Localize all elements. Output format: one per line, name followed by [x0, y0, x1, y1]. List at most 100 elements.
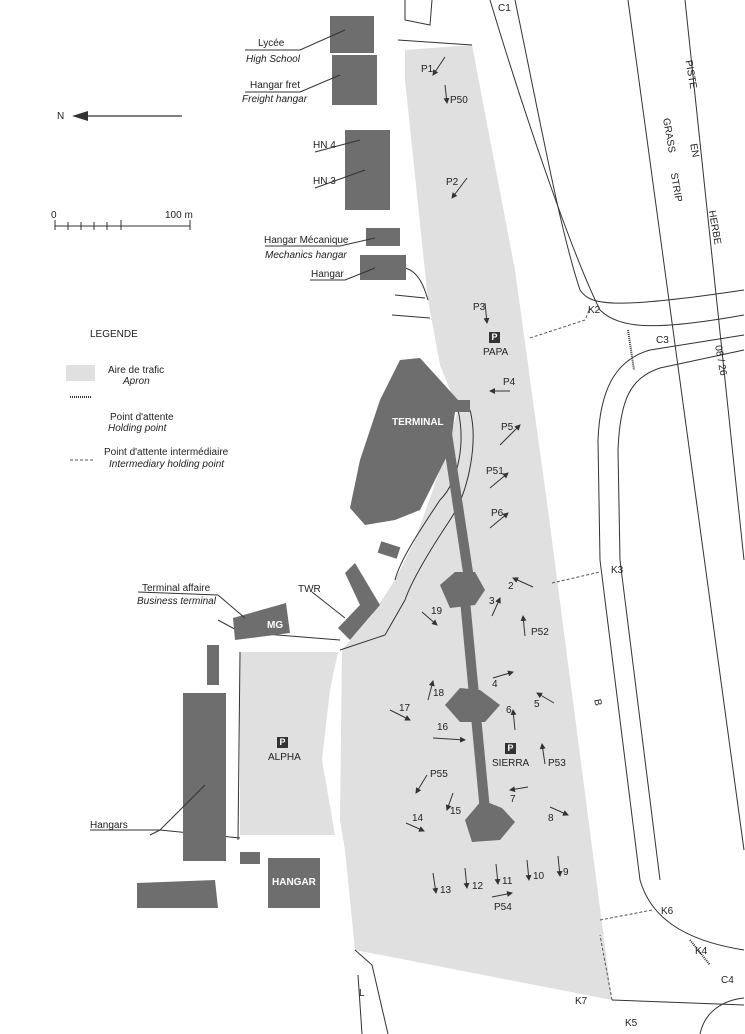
taxiway-c1-label: C1 — [498, 3, 511, 14]
terminal-building — [350, 358, 470, 525]
leader-hangar — [310, 267, 376, 281]
taxiway-c4 — [699, 997, 745, 1034]
taxiway-k6-label: K6 — [661, 906, 674, 917]
leader-twr — [311, 591, 346, 619]
leader-business — [137, 591, 246, 619]
scale-hundred: 100 m — [165, 210, 193, 221]
scale-bar — [54, 220, 191, 230]
stand-14: 14 — [412, 813, 424, 824]
parking-papa-icon: P — [489, 332, 500, 343]
lycee-label: Lycée — [258, 38, 285, 49]
stand-10: 10 — [533, 871, 545, 882]
stand-p52: P52 — [531, 627, 549, 638]
taxiway-c4-label: C4 — [721, 975, 734, 986]
taxiway-l-label: L — [359, 988, 365, 999]
taxiway-c3-label: C3 — [656, 335, 669, 346]
holding-k4 — [689, 939, 711, 966]
stand-p2: P2 — [446, 177, 459, 188]
leader-mech — [265, 237, 376, 247]
north-label: N — [57, 111, 65, 122]
stand-17: 17 — [399, 703, 411, 714]
stand-7: 7 — [510, 794, 516, 805]
mechanics-hangar-building — [366, 228, 400, 246]
runway-edge-left — [627, 0, 745, 851]
freight-hangar-building — [332, 55, 377, 105]
apron-alpha — [240, 652, 338, 835]
taxiway-b-inner — [617, 349, 745, 881]
taxiway-c1-edge — [489, 0, 745, 327]
stand-p54: P54 — [494, 902, 512, 913]
small-building — [377, 541, 401, 559]
terminal-label: TERMINAL — [392, 417, 444, 428]
sierra-label: SIERRA — [492, 758, 530, 769]
hangar-small — [207, 645, 219, 685]
stand-p51: P51 — [486, 466, 504, 477]
hangar-big-label: HANGAR — [272, 877, 316, 888]
stand-p50: P50 — [450, 95, 468, 106]
hn4-label: HN 4 — [313, 140, 336, 151]
stand-13: 13 — [440, 885, 452, 896]
parking-alpha-icon: P — [277, 737, 288, 748]
stand-19: 19 — [431, 606, 443, 617]
taxiway-k4-label: K4 — [695, 946, 708, 957]
leader-freight — [245, 74, 341, 93]
stand-p4: P4 — [503, 377, 516, 388]
leader-lycee — [245, 29, 346, 51]
legend-holding-en: Holding point — [108, 423, 167, 434]
stand-p53: P53 — [548, 758, 566, 769]
hangar-building — [360, 255, 406, 280]
legend-title: LEGENDE — [90, 329, 138, 340]
holding-c3 — [627, 329, 635, 371]
taxiway-b-label: B — [591, 698, 604, 707]
legend-apron-en: Apron — [123, 376, 150, 387]
north-arrow — [72, 111, 182, 121]
stand-18: 18 — [433, 688, 445, 699]
parking-sierra-icon: P — [505, 743, 516, 754]
scale-zero: 0 — [51, 210, 57, 221]
legend-inter-en: Intermediary holding point — [109, 459, 225, 470]
legend-apron-fr: Aire de trafic — [108, 365, 165, 376]
stand-11: 11 — [502, 876, 513, 887]
runway-en: EN — [687, 142, 701, 159]
freight-label-en: Freight hangar — [242, 94, 308, 105]
legend-inter-fr: Point d'attente intermédiaire — [104, 447, 229, 458]
alpha-label: ALPHA — [268, 752, 301, 763]
stand-p6: P6 — [491, 508, 504, 519]
hn3-label: HN 3 — [313, 176, 336, 187]
road-terminal — [394, 409, 462, 581]
lycee-building — [330, 16, 374, 53]
taxiway-b-outer — [597, 334, 745, 951]
taxiway-k2-label: K2 — [588, 305, 601, 316]
leader-hangars — [90, 784, 206, 831]
hangar-lower — [137, 880, 218, 908]
taxiway-c1-inner — [514, 0, 745, 304]
hangar-label: Hangar — [311, 269, 344, 280]
pier-node-1 — [440, 572, 485, 608]
stand-4: 4 — [492, 679, 498, 690]
hangar-big — [268, 858, 320, 908]
road-c1 — [404, 0, 433, 26]
lycee-label-en: High School — [246, 54, 300, 65]
stand-6: 6 — [506, 705, 512, 716]
freight-label: Hangar fret — [250, 80, 301, 91]
inter-k6 — [599, 909, 653, 921]
inter-k3 — [551, 571, 601, 584]
stand-p1: P1 — [421, 64, 434, 75]
stand-15: 15 — [450, 806, 462, 817]
stand-p55: P55 — [430, 769, 448, 780]
road-hangar-curve — [404, 267, 429, 301]
hangars-row — [183, 693, 226, 861]
road-terminal-2 — [339, 409, 474, 651]
business-label: Terminal affaire — [142, 583, 211, 594]
legend-holding-fr: Point d'attente — [110, 412, 174, 423]
taxiway-k7-label: K7 — [575, 996, 588, 1007]
business-label-en: Business terminal — [137, 596, 216, 607]
stand-5: 5 — [534, 699, 540, 710]
apron-area — [340, 45, 612, 1000]
stand-16: 16 — [437, 722, 449, 733]
hn-buildings — [345, 130, 390, 210]
stand-8: 8 — [548, 813, 554, 824]
inter-k7 — [599, 934, 613, 1001]
